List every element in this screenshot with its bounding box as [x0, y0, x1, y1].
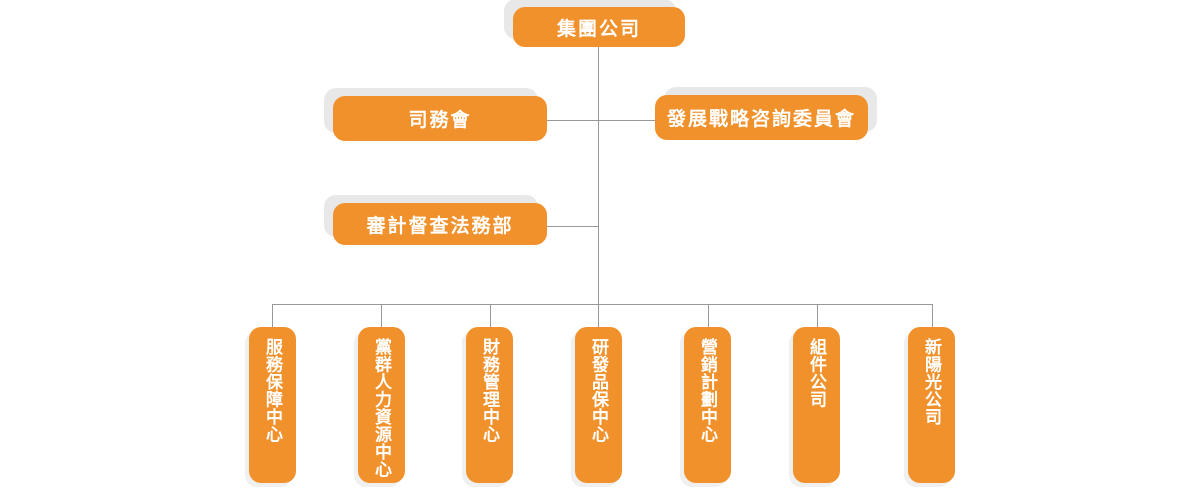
- node-component-company: 組件公司: [793, 327, 840, 483]
- node-financial-management-center: 財務管理中心: [466, 327, 513, 483]
- connector-level2-horizontal: [547, 120, 655, 121]
- connector-drop-marketing-center: [708, 304, 709, 327]
- connector-departments-bus: [272, 304, 932, 305]
- connector-drop-rd-qa-center: [598, 304, 599, 327]
- node-rd-quality-assurance-center: 研發品保中心: [575, 327, 622, 483]
- connector-level3-horizontal: [547, 226, 599, 227]
- connector-drop-new-sunshine-company: [932, 304, 933, 327]
- connector-drop-component-company: [817, 304, 818, 327]
- node-new-sunshine-company: 新陽光公司: [908, 327, 955, 483]
- node-group-company: 集團公司: [513, 7, 685, 47]
- connector-drop-finance-center: [490, 304, 491, 327]
- node-marketing-planning-center: 營銷計劃中心: [684, 327, 731, 483]
- connector-root-vertical: [598, 47, 599, 304]
- node-party-hr-center: 黨群人力資源中心: [358, 327, 405, 483]
- node-development-strategy-committee: 發展戰略咨詢委員會: [655, 95, 868, 140]
- node-council: 司務會: [333, 96, 547, 141]
- node-audit-supervision-legal-dept: 審計督查法務部: [333, 203, 547, 245]
- connector-drop-service-center: [272, 304, 273, 327]
- connector-drop-party-hr-center: [381, 304, 382, 327]
- node-service-support-center: 服務保障中心: [249, 327, 296, 483]
